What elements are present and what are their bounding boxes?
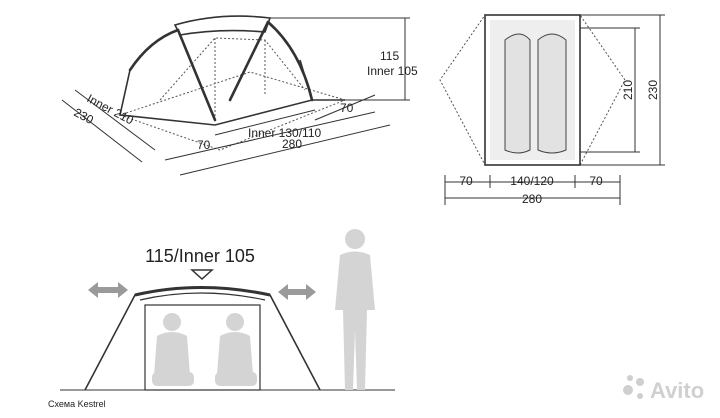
- iso-length-dim: [164, 111, 376, 161]
- front-pole-inner: [139, 292, 266, 301]
- iso-vestibule: [119, 69, 345, 126]
- sleeping-bag-left: [504, 33, 531, 154]
- iso-side-right-dim: [314, 94, 376, 121]
- iso-roof: [173, 15, 272, 36]
- front-left-arrow-icon: [88, 282, 128, 298]
- watermark-dot-icon-3: [637, 393, 643, 399]
- front-right-arrow-icon: [278, 284, 316, 300]
- front-view: 115/Inner 105: [60, 229, 395, 391]
- top-outer-depth-label: 230: [646, 80, 660, 100]
- iso-vestibule-edge: [299, 59, 313, 101]
- iso-inner-height-label: Inner 105: [367, 64, 418, 78]
- top-view: 210 230 70 140/120 70 280: [439, 14, 665, 206]
- top-vestibule-outline: [439, 14, 626, 166]
- iso-inner-depth-label: Inner 210: [85, 91, 137, 127]
- iso-inner-width-dim: [214, 109, 316, 136]
- avito-watermark: Avito: [623, 375, 704, 403]
- caption: Схема Kestrel: [48, 399, 106, 409]
- iso-height-label: 115: [380, 49, 399, 63]
- top-inner-depth-label: 210: [621, 80, 635, 100]
- front-fly-outline: [84, 286, 321, 391]
- iso-pole-mid: [228, 20, 270, 102]
- iso-tent-view: 115 Inner 105 70 Inner 130/110 70 280 In…: [61, 15, 418, 176]
- seated-person-right-icon: [215, 313, 257, 386]
- front-height-marker: [190, 269, 214, 281]
- iso-pole-front: [176, 28, 217, 122]
- watermark-dot-icon-4: [627, 375, 633, 381]
- seated-person-left-icon: [152, 313, 194, 386]
- iso-length-label: 280: [282, 137, 302, 151]
- watermark-text: Avito: [650, 378, 704, 403]
- top-right-label: 70: [589, 174, 603, 188]
- iso-side-left-label: 70: [197, 138, 211, 152]
- top-inner-tent: [484, 14, 581, 166]
- top-left-label: 70: [459, 174, 473, 188]
- iso-total-dim: [179, 124, 391, 176]
- iso-side-right-label: 70: [340, 101, 354, 115]
- top-total-label: 280: [522, 192, 542, 206]
- top-center-label: 140/120: [510, 174, 554, 188]
- iso-inner-depth-dim: [74, 89, 156, 151]
- standing-person-icon: [335, 229, 375, 390]
- watermark-dot-icon-2: [636, 378, 644, 386]
- iso-inner-wall: [159, 37, 306, 101]
- front-pole-top: [134, 286, 271, 297]
- front-height-label: 115/Inner 105: [145, 246, 255, 266]
- iso-pole-left: [128, 28, 180, 72]
- iso-outer-depth-dim: [61, 99, 143, 163]
- sleeping-bag-right: [537, 33, 567, 154]
- watermark-dot-icon: [623, 385, 633, 395]
